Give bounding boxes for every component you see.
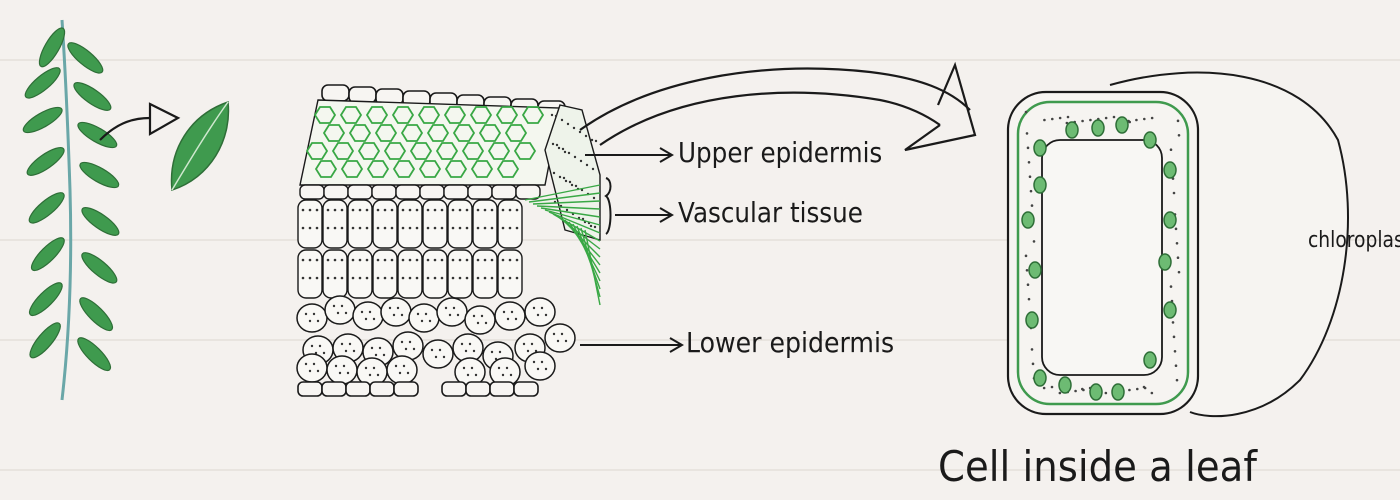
plant-leaf xyxy=(21,63,64,102)
palisade-cell xyxy=(498,250,522,298)
epidermis-cell xyxy=(370,382,394,396)
epidermis-cell xyxy=(516,185,540,199)
palisade-cell xyxy=(448,200,472,248)
epidermis-cell xyxy=(396,185,420,199)
epidermis-cell xyxy=(298,382,322,396)
palisade-cell xyxy=(323,250,347,298)
palisade-cell xyxy=(348,250,372,298)
spongy-cell xyxy=(525,298,555,326)
spongy-cell xyxy=(525,352,555,380)
epidermis-cell xyxy=(442,382,466,396)
chloroplast xyxy=(1164,162,1176,178)
plant-leaf xyxy=(78,248,121,287)
spongy-cell xyxy=(297,354,327,382)
chloroplast xyxy=(1066,122,1078,138)
epidermis-cell xyxy=(490,382,514,396)
epidermis-cell xyxy=(420,185,444,199)
chloroplast xyxy=(1164,212,1176,228)
plant-leaf xyxy=(78,203,122,240)
palisade-cell xyxy=(298,200,322,248)
spongy-cell xyxy=(545,324,575,352)
palisade-cell xyxy=(473,250,497,298)
epidermis-cell xyxy=(324,185,348,199)
chloroplast xyxy=(1164,302,1176,318)
epidermis-cell xyxy=(394,382,418,396)
palisade-cell xyxy=(423,200,447,248)
label-vascular-tissue: Vascular tissue xyxy=(678,196,863,229)
palisade-cell xyxy=(448,250,472,298)
label-lower-epidermis: Lower epidermis xyxy=(686,326,894,359)
spongy-cell xyxy=(393,332,423,360)
spongy-cell xyxy=(297,304,327,332)
spongy-cell xyxy=(353,302,383,330)
chloroplast xyxy=(1029,262,1041,278)
chloroplast xyxy=(1144,132,1156,148)
epidermis-cell xyxy=(372,185,396,199)
spongy-cell xyxy=(495,302,525,330)
chloroplast xyxy=(1090,384,1102,400)
plant-leaf xyxy=(25,188,68,227)
plant-leaf xyxy=(25,279,66,320)
palisade-cell xyxy=(398,200,422,248)
epidermis-cell xyxy=(468,185,492,199)
single-leaf xyxy=(172,102,229,190)
epidermis-cell xyxy=(348,185,372,199)
label-chloroplast: chloroplast xyxy=(1308,228,1400,253)
spongy-cell xyxy=(387,356,417,384)
chloroplast xyxy=(1034,370,1046,386)
spongy-cell xyxy=(327,356,357,384)
chloroplast xyxy=(1059,377,1071,393)
chloroplast xyxy=(1034,140,1046,156)
palisade-cell xyxy=(373,250,397,298)
caption-cell-inside-leaf: Cell inside a leaf xyxy=(938,442,1257,491)
palisade-cell xyxy=(373,200,397,248)
plant-leaf xyxy=(77,158,122,192)
plant-sprig xyxy=(20,20,122,400)
leaf-cell xyxy=(1008,73,1348,417)
epidermis-cell xyxy=(514,382,538,396)
spongy-cell xyxy=(381,298,411,326)
palisade-cell xyxy=(423,250,447,298)
spongy-cell xyxy=(409,304,439,332)
palisade-cell xyxy=(473,200,497,248)
epidermis-cell xyxy=(346,382,370,396)
spongy-cell xyxy=(325,296,355,324)
epidermis-cell xyxy=(322,85,349,101)
epidermis-cell xyxy=(322,382,346,396)
spongy-cell xyxy=(423,340,453,368)
epidermis-cell xyxy=(444,185,468,199)
palisade-cell xyxy=(498,200,522,248)
chloroplast xyxy=(1034,177,1046,193)
plant-leaf xyxy=(24,143,68,180)
palisade-cell xyxy=(298,250,322,298)
epidermis-cell xyxy=(492,185,516,199)
label-upper-epidermis: Upper epidermis xyxy=(678,136,882,169)
spongy-cell xyxy=(437,298,467,326)
palisade-cell xyxy=(398,250,422,298)
epidermis-cell xyxy=(300,185,324,199)
chloroplast xyxy=(1092,120,1104,136)
chloroplast xyxy=(1022,212,1034,228)
plant-leaf xyxy=(75,118,120,152)
palisade-cell xyxy=(323,200,347,248)
plant-leaf xyxy=(76,294,117,335)
arrow-plant-to-leaf xyxy=(100,104,178,140)
chloroplast xyxy=(1026,312,1038,328)
plant-leaf xyxy=(70,78,114,115)
epidermis-cell xyxy=(466,382,490,396)
spongy-cell xyxy=(465,306,495,334)
plant-leaf xyxy=(20,103,65,137)
chloroplast xyxy=(1116,117,1128,133)
chloroplast xyxy=(1159,254,1171,270)
chloroplast xyxy=(1144,352,1156,368)
plant-leaf xyxy=(64,38,107,77)
chloroplast xyxy=(1112,384,1124,400)
palisade-cell xyxy=(348,200,372,248)
